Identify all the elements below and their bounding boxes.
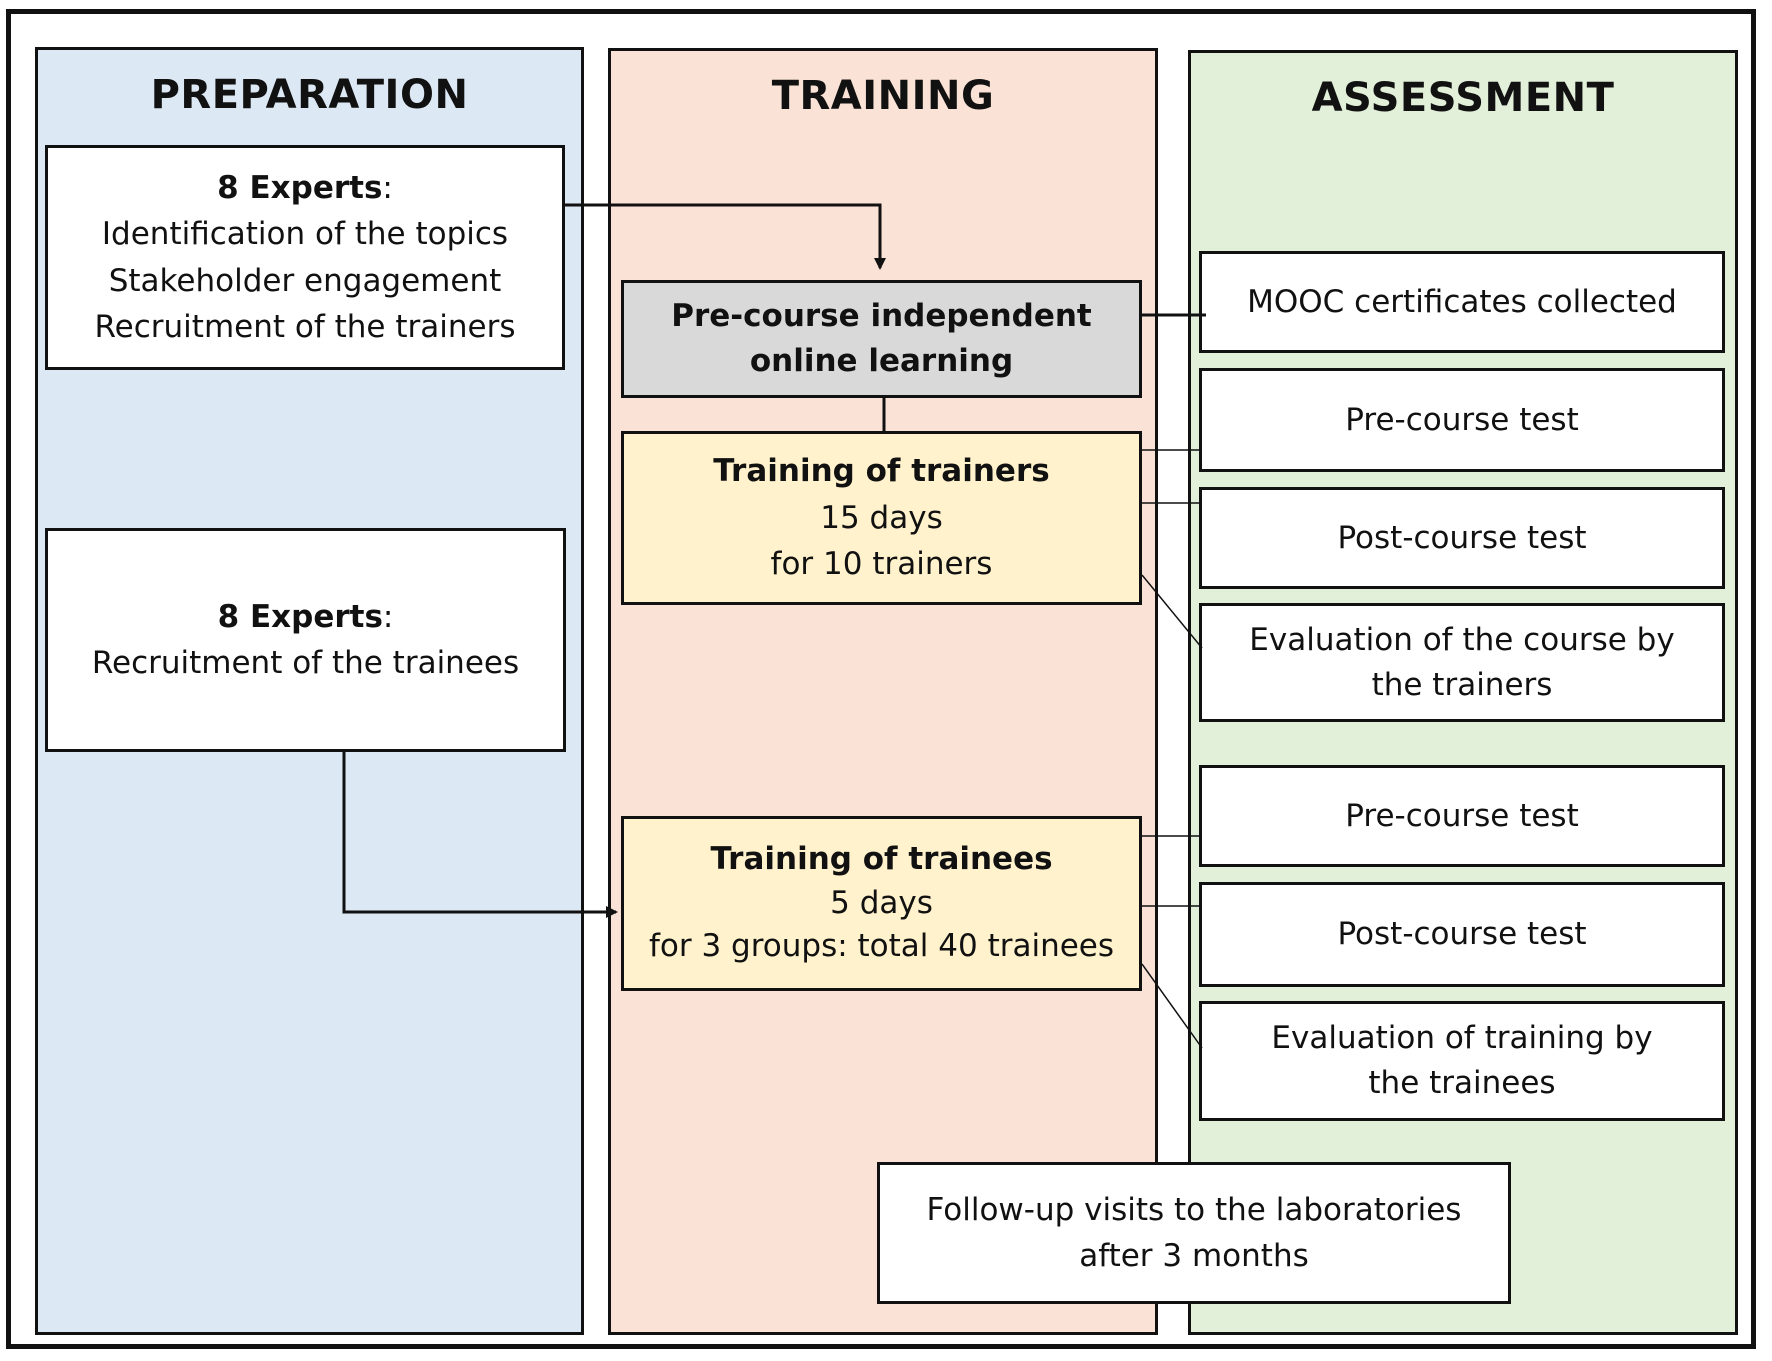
training-title: TRAINING [771, 73, 995, 119]
assessment-line: Evaluation of the course by [1249, 621, 1675, 658]
experts-heading: 8 Experts: [217, 165, 393, 212]
assessment-line: the trainees [1368, 1065, 1556, 1101]
training-of-trainees-audience: for 3 groups: total 40 trainees [648, 928, 1115, 965]
trainers-post-course-test-box: Post-course test [1199, 487, 1725, 589]
experts-colon: : [382, 169, 393, 206]
trainees-pre-course-test-box: Pre-course test [1199, 765, 1725, 867]
training-of-trainers-duration: 15 days [820, 499, 943, 536]
follow-up-line: after 3 months [1079, 1238, 1309, 1274]
trainees-training-evaluation-box: Evaluation of training by the trainees [1199, 1001, 1725, 1121]
assessment-line: Pre-course test [1345, 401, 1579, 438]
experts-item: Recruitment of the trainers [94, 309, 516, 345]
experts-colon: : [382, 598, 394, 635]
experts-item: Identification of the topics [101, 216, 509, 252]
training-of-trainees-title: Training of trainees [710, 841, 1053, 878]
mooc-certificates-box: MOOC certificates collected [1199, 251, 1725, 353]
follow-up-visits-box: Follow-up visits to the laboratories aft… [877, 1162, 1511, 1304]
training-column: TRAINING [608, 48, 1158, 1335]
experts-heading: 8 Experts: [218, 594, 394, 641]
precourse-line: Pre-course independent [671, 298, 1092, 335]
training-of-trainers-box: Training of trainers 15 days for 10 trai… [621, 431, 1142, 605]
trainers-pre-course-test-box: Pre-course test [1199, 368, 1725, 472]
diagram-frame [6, 9, 1756, 1349]
training-of-trainees-duration: 5 days [830, 884, 933, 921]
experts-title: 8 Experts [217, 598, 383, 635]
assessment-line: MOOC certificates collected [1247, 283, 1677, 320]
precourse-learning-box: Pre-course independent online learning [621, 280, 1142, 398]
experts-title: 8 Experts [217, 169, 383, 206]
training-of-trainers-audience: for 10 trainers [770, 546, 993, 583]
assessment-line: the trainers [1371, 666, 1553, 703]
assessment-line: Post-course test [1337, 519, 1587, 556]
training-of-trainers-title: Training of trainers [713, 453, 1050, 490]
experts-item: Stakeholder engagement [108, 262, 502, 299]
follow-up-line: Follow-up visits to the laboratories [926, 1191, 1462, 1228]
trainees-post-course-test-box: Post-course test [1199, 882, 1725, 987]
trainers-course-evaluation-box: Evaluation of the course by the trainers [1199, 603, 1725, 722]
training-of-trainees-box: Training of trainees 5 days for 3 groups… [621, 816, 1142, 991]
experts-trainees-box: 8 Experts: Recruitment of the trainees [45, 528, 566, 752]
assessment-line: Post-course test [1337, 916, 1587, 953]
preparation-title: PREPARATION [150, 72, 469, 118]
experts-item: Recruitment of the trainees [91, 645, 520, 681]
precourse-line: online learning [749, 343, 1014, 379]
experts-topics-box: 8 Experts: Identification of the topics … [45, 145, 565, 370]
assessment-line: Evaluation of training by [1271, 1020, 1653, 1057]
assessment-line: Pre-course test [1345, 797, 1579, 834]
assessment-title: ASSESSMENT [1311, 75, 1615, 121]
